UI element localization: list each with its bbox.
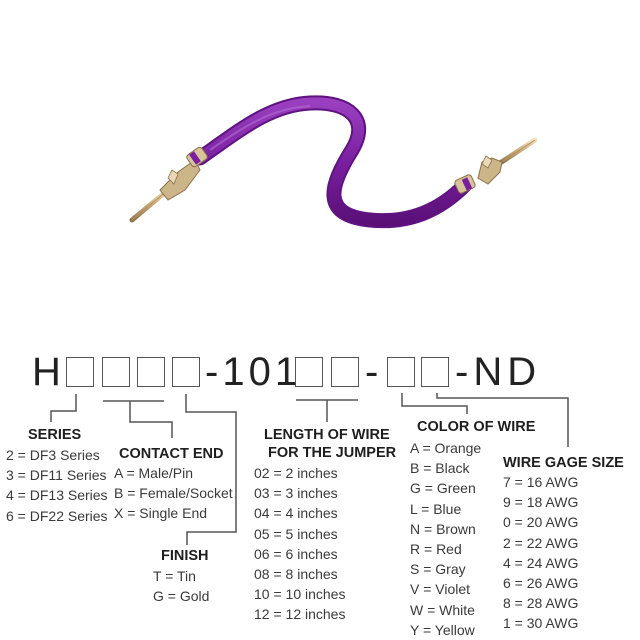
series-item: 3 = DF11 Series (6, 467, 107, 484)
part-dash: - (365, 350, 379, 394)
color-item: R = Red (410, 540, 462, 557)
color-item: V = Violet (410, 581, 471, 598)
length-title-line2: FOR THE JUMPER (268, 445, 397, 461)
color-item: B = Black (410, 460, 470, 477)
left-pin-contact (129, 146, 208, 223)
series-item: 2 = DF3 Series (6, 447, 100, 463)
gage-item: 9 = 18 AWG (503, 494, 579, 511)
length-item: 02 = 2 inches (254, 465, 338, 481)
length-list: 02 = 2 inches 03 = 3 inches 04 = 4 inche… (254, 463, 345, 625)
part-prefix: H (32, 350, 61, 394)
slot-series (66, 357, 94, 387)
slot-length-2 (331, 357, 359, 387)
length-item: 08 = 8 inches (254, 565, 338, 582)
length-item: 03 = 3 inches (254, 485, 338, 502)
contact-end-item: B = Female/Socket (114, 485, 233, 502)
leader-color (401, 393, 468, 414)
series-item: 6 = DF22 Series (6, 507, 108, 524)
contact-end-item: X = Single End (114, 505, 208, 522)
slot-color (387, 357, 415, 387)
gage-item: 8 = 28 AWG (503, 595, 579, 612)
contact-end-list: A = Male/Pin B = Female/Socket X = Singl… (114, 463, 233, 524)
leader-finish (185, 394, 237, 545)
color-item: N = Brown (410, 520, 476, 537)
color-list: A = Orange B = Black G = Green L = Blue … (410, 438, 481, 640)
color-item: S = Gray (410, 561, 466, 578)
leader-gage (436, 393, 569, 447)
right-pin-contact (454, 137, 538, 194)
color-title: COLOR OF WIRE (417, 419, 536, 435)
finish-list: T = Tin G = Gold (153, 566, 209, 606)
length-item: 06 = 6 inches (254, 545, 338, 562)
length-item: 10 = 10 inches (254, 586, 346, 603)
slot-gage (421, 357, 449, 387)
series-list: 2 = DF3 Series 3 = DF11 Series 4 = DF13 … (6, 445, 108, 526)
series-item: 4 = DF13 Series (6, 487, 108, 504)
gage-item: 6 = 26 AWG (503, 574, 579, 591)
part-suffix: -ND (455, 350, 542, 394)
color-item: W = White (410, 601, 475, 618)
color-item: Y = Yellow (410, 621, 475, 638)
finish-item: G = Gold (153, 588, 210, 605)
length-item: 04 = 4 inches (254, 505, 338, 522)
finish-title: FINISH (161, 548, 209, 564)
color-item: G = Green (410, 480, 476, 497)
part-middle: -101 (205, 350, 302, 394)
leader-contact-end (129, 401, 173, 438)
gage-item: 0 = 20 AWG (503, 514, 579, 531)
gage-item: 4 = 24 AWG (503, 554, 579, 571)
slot-finish (172, 357, 200, 387)
length-title-line1: LENGTH OF WIRE (264, 427, 390, 443)
slot-contact-end-1 (102, 357, 130, 387)
jumper-wire-photo (129, 95, 538, 229)
gage-item: 1 = 30 AWG (503, 615, 579, 632)
gage-item: 2 = 22 AWG (503, 534, 579, 551)
length-item: 05 = 5 inches (254, 525, 338, 542)
gage-item: 7 = 16 AWG (503, 474, 579, 490)
slot-contact-end-2 (137, 357, 165, 387)
leader-series (50, 394, 77, 422)
color-item: L = Blue (410, 500, 462, 517)
contact-end-title: CONTACT END (119, 446, 224, 462)
gage-list: 7 = 16 AWG 9 = 18 AWG 0 = 20 AWG 2 = 22 … (503, 472, 578, 634)
length-item: 12 = 12 inches (254, 606, 346, 623)
series-title: SERIES (28, 427, 82, 443)
color-item: A = Orange (410, 440, 482, 456)
slot-length-1 (295, 357, 323, 387)
gage-title: WIRE GAGE SIZE (503, 455, 624, 471)
contact-end-item: A = Male/Pin (114, 465, 193, 481)
finish-item: T = Tin (153, 568, 196, 584)
